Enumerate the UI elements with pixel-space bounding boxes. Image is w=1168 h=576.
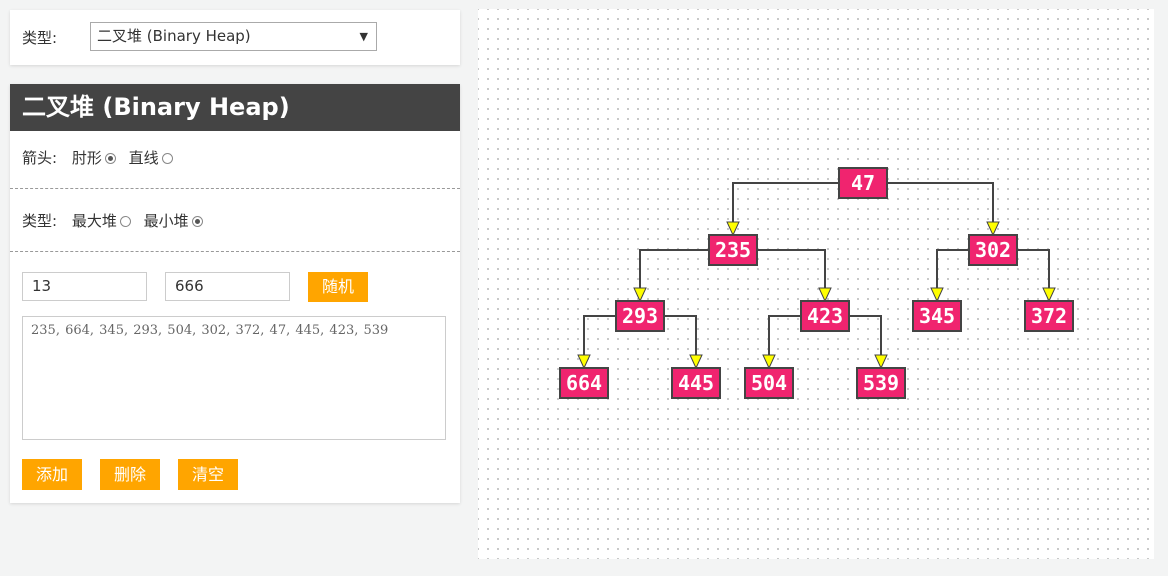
heap-node: 539 — [856, 367, 906, 399]
tree-edge — [768, 315, 801, 356]
arrow-style-label: 箭头: — [22, 149, 58, 167]
heap-node-box — [671, 367, 721, 399]
arrowhead-icon — [726, 221, 740, 237]
heap-node: 235 — [708, 234, 758, 266]
arrow-option-elbow-label: 肘形 — [71, 149, 102, 167]
heap-type-max-label: 最大堆 — [71, 212, 117, 230]
heap-node-value: 664 — [566, 371, 602, 395]
heap-control-panel: 二叉堆 (Binary Heap) 箭头: 肘形 直线 类型: 最大堆 最小堆 … — [10, 84, 460, 503]
heap-node: 47 — [838, 167, 888, 199]
heap-node-box — [912, 300, 962, 332]
heap-node-value: 423 — [807, 304, 843, 328]
heap-type-min-label: 最小堆 — [143, 212, 189, 230]
tree-edge — [732, 182, 839, 223]
random-max-input[interactable]: 666 — [165, 272, 290, 301]
structure-type-value: 二叉堆 (Binary Heap) — [97, 27, 251, 45]
heap-canvas: 47 235 302 293 423 345 372 664 445 504 539 — [478, 9, 1154, 559]
heap-node-value: 345 — [919, 304, 955, 328]
delete-button[interactable]: 删除 — [100, 459, 160, 490]
arrowhead-icon — [986, 221, 1000, 237]
tree-edge — [639, 249, 709, 289]
arrow-option-straight-label: 直线 — [128, 149, 159, 167]
arrowhead-icon — [762, 354, 776, 370]
tree-edge — [1017, 249, 1050, 289]
random-button[interactable]: 随机 — [308, 272, 368, 302]
type-label: 类型: — [22, 29, 58, 47]
arrowhead-icon — [874, 354, 888, 370]
heap-node-box — [800, 300, 850, 332]
panel-title: 二叉堆 (Binary Heap) — [10, 84, 460, 131]
heap-type-max-radio[interactable] — [119, 216, 131, 227]
heap-node-value: 47 — [851, 171, 875, 195]
heap-node-box — [838, 167, 888, 199]
heap-node-box — [708, 234, 758, 266]
arrowhead-icon — [633, 287, 647, 303]
heap-node: 302 — [968, 234, 1018, 266]
arrow-option-elbow-radio[interactable] — [104, 153, 116, 164]
heap-node: 372 — [1024, 300, 1074, 332]
values-textarea[interactable]: 235, 664, 345, 293, 504, 302, 372, 47, 4… — [22, 316, 446, 440]
heap-type-row: 类型: 最大堆 最小堆 — [22, 210, 211, 231]
heap-node-value: 293 — [622, 304, 658, 328]
heap-type-min-radio[interactable] — [191, 216, 203, 227]
type-selector-panel: 类型: 二叉堆 (Binary Heap) ▼ — [10, 10, 460, 65]
tree-edge — [664, 315, 697, 356]
random-min-input[interactable]: 13 — [22, 272, 147, 301]
divider — [10, 251, 460, 252]
dropdown-arrow-icon: ▼ — [359, 30, 368, 43]
heap-node-value: 504 — [751, 371, 787, 395]
heap-node-box — [968, 234, 1018, 266]
clear-button[interactable]: 清空 — [178, 459, 238, 490]
heap-node-box — [615, 300, 665, 332]
heap-type-label: 类型: — [22, 212, 58, 230]
heap-node-box — [559, 367, 609, 399]
arrowhead-icon — [818, 287, 832, 303]
heap-node-value: 235 — [715, 238, 751, 262]
heap-node: 445 — [671, 367, 721, 399]
tree-edge — [757, 249, 826, 289]
tree-edge — [849, 315, 882, 356]
heap-node: 504 — [744, 367, 794, 399]
heap-node-value: 372 — [1031, 304, 1067, 328]
arrow-style-row: 箭头: 肘形 直线 — [22, 147, 181, 168]
arrowhead-icon — [689, 354, 703, 370]
heap-node-box — [856, 367, 906, 399]
structure-type-select[interactable]: 二叉堆 (Binary Heap) ▼ — [90, 22, 377, 51]
heap-node: 293 — [615, 300, 665, 332]
heap-node-value: 445 — [678, 371, 714, 395]
arrowhead-icon — [577, 354, 591, 370]
tree-edge — [583, 315, 616, 356]
heap-node-box — [1024, 300, 1074, 332]
heap-node: 345 — [912, 300, 962, 332]
add-button[interactable]: 添加 — [22, 459, 82, 490]
heap-node-value: 539 — [863, 371, 899, 395]
arrow-option-straight-radio[interactable] — [161, 153, 173, 164]
heap-node: 664 — [559, 367, 609, 399]
tree-edge — [887, 182, 994, 223]
heap-node-box — [744, 367, 794, 399]
arrowhead-icon — [1042, 287, 1056, 303]
divider — [10, 188, 460, 189]
heap-tree: 47 235 302 293 423 345 372 664 445 504 539 — [559, 167, 1074, 399]
heap-node-value: 302 — [975, 238, 1011, 262]
tree-edge — [936, 249, 969, 289]
arrowhead-icon — [930, 287, 944, 303]
heap-node: 423 — [800, 300, 850, 332]
